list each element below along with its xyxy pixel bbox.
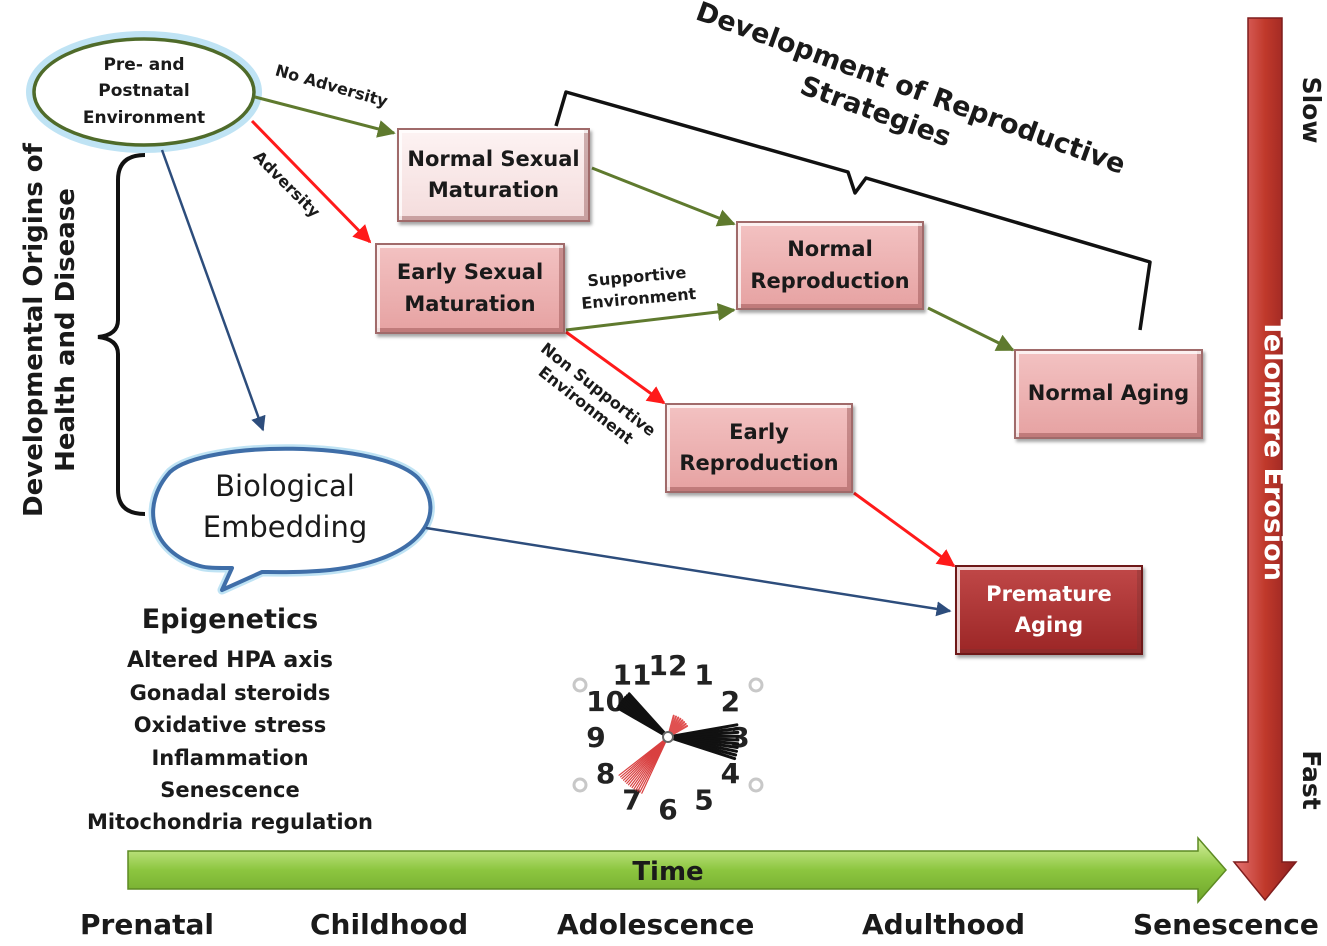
premature-aging-box: Premature Aging	[955, 565, 1143, 655]
clock-number: 8	[596, 757, 615, 790]
no-adversity-label: No Adversity	[273, 61, 390, 111]
dohad-line-1: Developmental Origins of	[19, 142, 49, 517]
clock-ring-marker	[748, 677, 764, 693]
epigenetics-item: Mitochondria regulation	[87, 810, 373, 834]
epigenetics-title: Epigenetics	[141, 604, 319, 635]
clock-number: 11	[613, 659, 652, 692]
environment-label: Pre- and Postnatal Environment	[82, 55, 206, 128]
clock-minute-hand	[666, 735, 737, 761]
arrow-environment-to-embedding	[160, 149, 266, 432]
clock-number: 10	[586, 685, 625, 718]
epigenetics-item: Senescence	[160, 778, 300, 802]
clock-hour-hand	[627, 692, 670, 739]
time-arrow-label: Time	[632, 857, 703, 887]
environment-ellipse-border	[32, 37, 256, 147]
stage-childhood: Childhood	[310, 908, 469, 941]
clock-number: 12	[649, 649, 688, 682]
supportive-environment-label: Supportive Environment	[581, 263, 698, 313]
stage-prenatal: Prenatal	[80, 908, 215, 941]
early-reproduction-box: Early Reproduction	[665, 403, 853, 493]
clock-number: 5	[694, 783, 713, 816]
clock-number: 4	[721, 757, 740, 790]
epigenetics-item: Gonadal steroids	[129, 681, 331, 705]
epigenetics-item: Inflammation	[151, 746, 309, 770]
stage-adulthood: Adulthood	[862, 908, 1026, 941]
telomere-erosion-arrow	[1232, 17, 1298, 902]
normal-sexual-maturation-box: Normal Sexual Maturation	[397, 128, 590, 222]
biological-embedding-bubble	[148, 444, 435, 595]
dohad-label: Developmental Origins of Health and Dise…	[19, 142, 81, 517]
stage-senescence: Senescence	[1133, 908, 1319, 941]
clock-number: 7	[622, 783, 641, 816]
clock-ring-marker	[572, 677, 588, 693]
arrow-adversity	[250, 119, 372, 244]
biological-embedding-label: Biological Embedding	[202, 469, 368, 544]
strategies-brace	[554, 90, 1152, 331]
clock-ring-marker	[572, 777, 588, 793]
slow-label: Slow	[1297, 77, 1326, 144]
arrow-early-reproduction-to-premature-aging	[853, 491, 956, 568]
normal-aging-box: Normal Aging	[1014, 349, 1203, 439]
epigenetics-item: Altered HPA axis	[126, 648, 334, 673]
telomere-erosion-label: Telomere Erosion	[1258, 319, 1289, 581]
epigenetics-item: Oxidative stress	[133, 713, 327, 737]
clock-number: 9	[586, 721, 605, 754]
arrow-supportive-environment	[565, 302, 736, 332]
time-arrow	[127, 836, 1227, 904]
early-sexual-maturation-box: Early Sexual Maturation	[375, 243, 565, 334]
fast-label: Fast	[1297, 750, 1326, 809]
arrow-normal-maturation-to-reproduction	[591, 166, 736, 227]
clock-number: 1	[694, 659, 713, 692]
clock-hub	[662, 731, 674, 743]
dohad-brace	[97, 153, 146, 516]
dohad-line-2: Health and Disease	[51, 188, 81, 472]
stage-adolescence: Adolescence	[557, 908, 755, 941]
clock-ring-marker	[748, 777, 764, 793]
clock-number: 6	[658, 793, 677, 826]
non-supportive-environment-label: Non Supportive Environment	[535, 339, 660, 449]
clock-number: 2	[721, 685, 740, 718]
arrow-embedding-to-premature-aging	[425, 526, 952, 617]
arrow-reproduction-to-normal-aging	[927, 306, 1015, 352]
clock-second-hand	[618, 736, 669, 776]
arrow-non-supportive-environment	[565, 330, 666, 405]
arrow-no-adversity	[254, 95, 396, 138]
reproductive-strategies-title: Development of Reproductive Strategies	[692, 0, 1130, 181]
strategies-line-1: Development of Reproductive	[692, 0, 1130, 181]
normal-reproduction-box: Normal Reproduction	[736, 221, 924, 310]
